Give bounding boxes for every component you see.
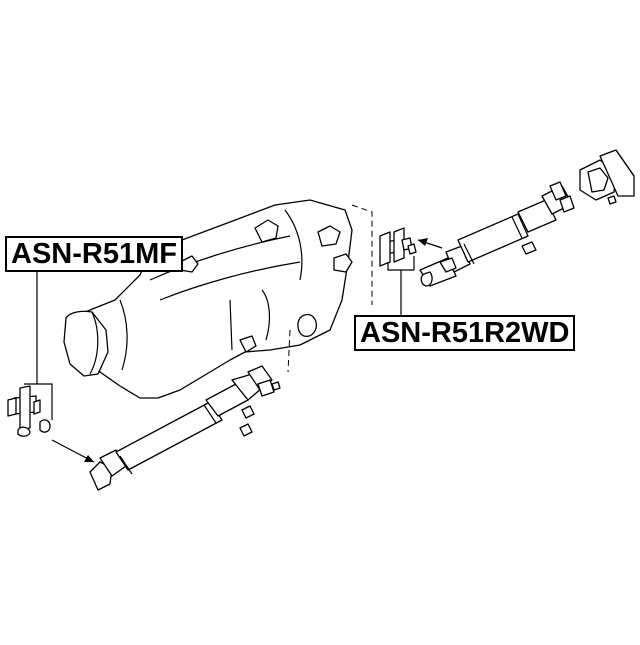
rear-universal-joint [379, 227, 417, 318]
front-universal-joint [7, 268, 53, 437]
alignment-line-rear [351, 204, 373, 305]
arrow-rear [417, 238, 443, 249]
part-number-label-front: ASN-R51MF [5, 236, 183, 272]
part-number-label-rear: ASN-R51R2WD [354, 315, 576, 351]
transmission-housing [63, 199, 353, 399]
differential-flange [579, 149, 635, 205]
front-propeller-shaft [89, 365, 281, 491]
arrow-front [51, 439, 95, 463]
alignment-line-front [287, 329, 291, 373]
rear-propeller-shaft [419, 181, 575, 287]
